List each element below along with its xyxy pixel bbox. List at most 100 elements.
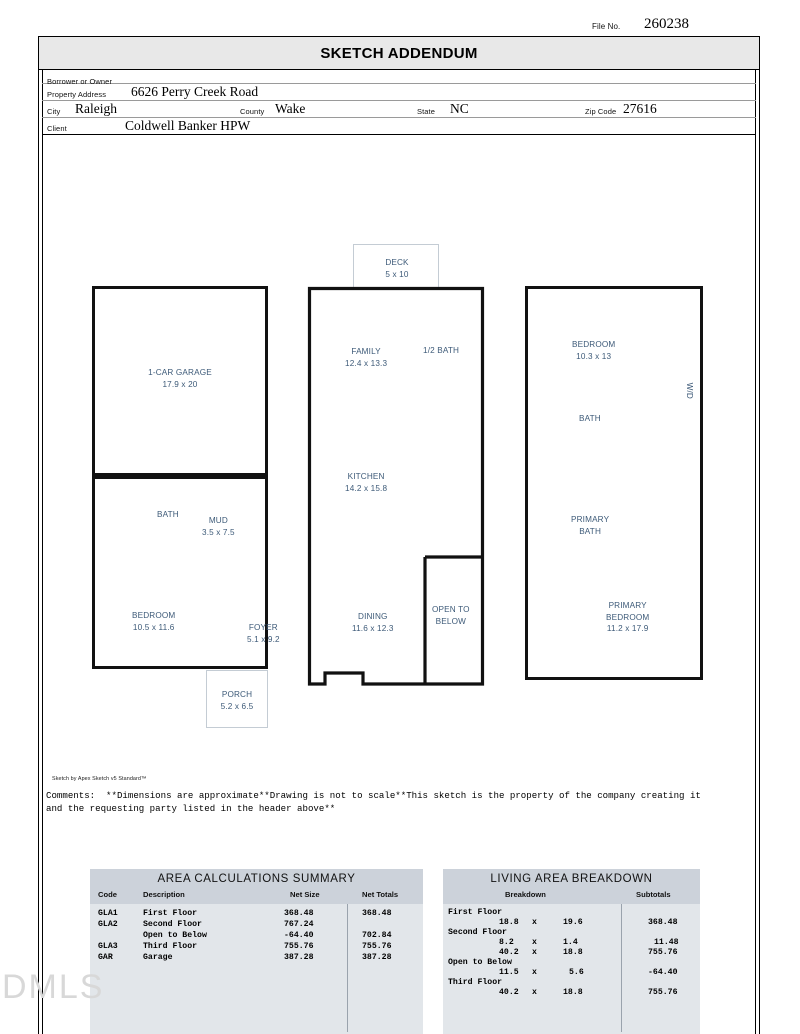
foyer-name: FOYER <box>248 623 278 632</box>
client-row: Client Coldwell Banker HPW <box>42 118 756 135</box>
primary-bath-name: PRIMARY <box>571 515 610 524</box>
state-label: State <box>417 107 436 116</box>
borrower-row: Borrower or Owner <box>42 70 756 86</box>
row3-net-totals: 755.76 <box>362 942 392 951</box>
col-breakdown: Breakdown <box>505 890 546 899</box>
living-breakdown-title: LIVING AREA BREAKDOWN <box>443 869 700 889</box>
county-label: County <box>240 107 265 116</box>
document-frame <box>38 36 760 1034</box>
porch-dims: 5.2 x 6.5 <box>220 701 254 711</box>
apex-credit: Sketch by Apex Sketch v5 Standard™ <box>52 776 147 782</box>
city-county-state-zip-row: City Raleigh County Wake State NC Zip Co… <box>42 101 756 118</box>
page-title: SKETCH ADDENDUM <box>39 37 759 70</box>
primary-bedroom-label: PRIMARY BEDROOM 11.2 x 17.9 <box>606 600 649 635</box>
family-dims: 12.4 x 13.3 <box>345 358 388 368</box>
plan-garage: 1-CAR GARAGE 17.9 x 20 <box>92 286 268 476</box>
row1-net-size: 767.24 <box>284 920 314 929</box>
lb-row3-op: x <box>532 938 537 947</box>
lb-row1-op: x <box>532 918 537 927</box>
lb-row7-group: Third Floor <box>448 978 503 987</box>
foyer-label: FOYER 5.1 x 9.2 <box>247 622 280 645</box>
living-area-breakdown-table: LIVING AREA BREAKDOWN Breakdown Subtotal… <box>443 869 700 1034</box>
col-net-size: Net Size <box>290 890 320 899</box>
borrower-label: Borrower or Owner <box>47 77 113 86</box>
primary-bedroom-sub: BEDROOM <box>606 612 650 622</box>
area-summary-header-row: Code Description Net Size Net Totals <box>90 889 423 904</box>
lb-row0-group: First Floor <box>448 908 503 917</box>
row0-description: First Floor <box>143 909 198 918</box>
lb-row6-w: 11.5 <box>499 968 519 977</box>
area-summary-vertical-divider <box>347 904 348 1032</box>
address-row: Property Address 6626 Perry Creek Road <box>42 84 756 101</box>
living-breakdown-body: First Floor 18.8 x 19.6 368.48 Second Fl… <box>443 904 700 1034</box>
mud-label: MUD 3.5 x 7.5 <box>202 515 235 538</box>
area-summary-title: AREA CALCULATIONS SUMMARY <box>90 869 423 889</box>
row2-net-size: -64.40 <box>284 931 314 940</box>
lb-row5-group: Open to Below <box>448 958 512 967</box>
dining-label: DINING 11.6 x 12.3 <box>352 611 394 634</box>
col-description: Description <box>143 890 185 899</box>
deck-name: DECK <box>385 258 409 267</box>
lb-row8-op: x <box>532 988 537 997</box>
lb-row8-subtotal: 755.76 <box>648 988 678 997</box>
primary-bath-sub: BATH <box>579 526 602 536</box>
foyer-dims: 5.1 x 9.2 <box>247 634 280 644</box>
washer-dryer-label: W/D <box>683 371 695 411</box>
file-number: File No. 260238 <box>592 16 792 36</box>
client-label: Client <box>47 124 67 133</box>
open-to-below-label: OPEN TO BELOW <box>432 604 470 627</box>
address-value: 6626 Perry Creek Road <box>131 84 259 99</box>
area-calculations-summary-table: AREA CALCULATIONS SUMMARY Code Descripti… <box>90 869 423 1034</box>
bath1-name: BATH <box>157 510 179 519</box>
col-net-totals: Net Totals <box>362 890 399 899</box>
mud-name: MUD <box>208 516 228 525</box>
lb-row4-w: 40.2 <box>499 948 519 957</box>
porch-label: PORCH 5.2 x 6.5 <box>207 689 267 712</box>
primary-bedroom-dims: 11.2 x 17.9 <box>606 624 649 633</box>
lb-row6-h: 5.6 <box>569 968 584 977</box>
washer-dryer-name: W/D <box>684 382 694 399</box>
garage-name: 1-CAR GARAGE <box>148 368 212 377</box>
bedroom1-label: BEDROOM 10.5 x 11.6 <box>132 610 175 633</box>
row3-net-size: 755.76 <box>284 942 314 951</box>
row0-net-totals: 368.48 <box>362 909 392 918</box>
row0-net-size: 368.48 <box>284 909 314 918</box>
lb-row1-h: 19.6 <box>563 918 583 927</box>
lb-row2-group: Second Floor <box>448 928 507 937</box>
zip-label: Zip Code <box>585 107 617 116</box>
family-name: FAMILY <box>351 347 381 356</box>
lb-row6-subtotal: -64.40 <box>648 968 678 977</box>
lb-row8-w: 40.2 <box>499 988 519 997</box>
document-frame-inner <box>42 36 756 1034</box>
plan-deck: DECK 5 x 10 <box>353 244 439 288</box>
bath1-label: BATH <box>157 509 179 521</box>
lb-row6-op: x <box>532 968 537 977</box>
city-value: Raleigh <box>75 101 117 116</box>
lb-row3-subtotal: 11.48 <box>654 938 679 947</box>
lb-row3-h: 1.4 <box>563 938 578 947</box>
comments-line2: and the requesting party listed in the h… <box>46 803 336 814</box>
row4-net-totals: 387.28 <box>362 953 392 962</box>
lb-row1-subtotal: 368.48 <box>648 918 678 927</box>
row1-code: GLA2 <box>98 920 118 929</box>
living-breakdown-vertical-divider <box>621 904 622 1032</box>
row2-net-totals: 702.84 <box>362 931 392 940</box>
col-code: Code <box>98 890 117 899</box>
mud-dims: 3.5 x 7.5 <box>202 527 235 537</box>
client-value: Coldwell Banker HPW <box>125 118 251 133</box>
lb-row8-h: 18.8 <box>563 988 583 997</box>
living-breakdown-header-row: Breakdown Subtotals <box>443 889 700 904</box>
plan-second-floor: FAMILY 12.4 x 13.3 1/2 BATH KITCHEN 14.2… <box>307 286 485 686</box>
row0-code: GLA1 <box>98 909 118 918</box>
kitchen-dims: 14.2 x 15.8 <box>345 483 388 493</box>
row1-description: Second Floor <box>143 920 202 929</box>
zip-value: 27616 <box>623 101 657 116</box>
deck-label: DECK 5 x 10 <box>354 257 440 280</box>
porch-name: PORCH <box>221 690 253 699</box>
kitchen-label: KITCHEN 14.2 x 15.8 <box>345 471 387 494</box>
area-summary-body: GLA1 First Floor 368.48 368.48 GLA2 Seco… <box>90 904 423 1034</box>
second-floor-outline <box>307 286 485 686</box>
family-label: FAMILY 12.4 x 13.3 <box>345 346 387 369</box>
garage-dims: 17.9 x 20 <box>162 379 198 389</box>
